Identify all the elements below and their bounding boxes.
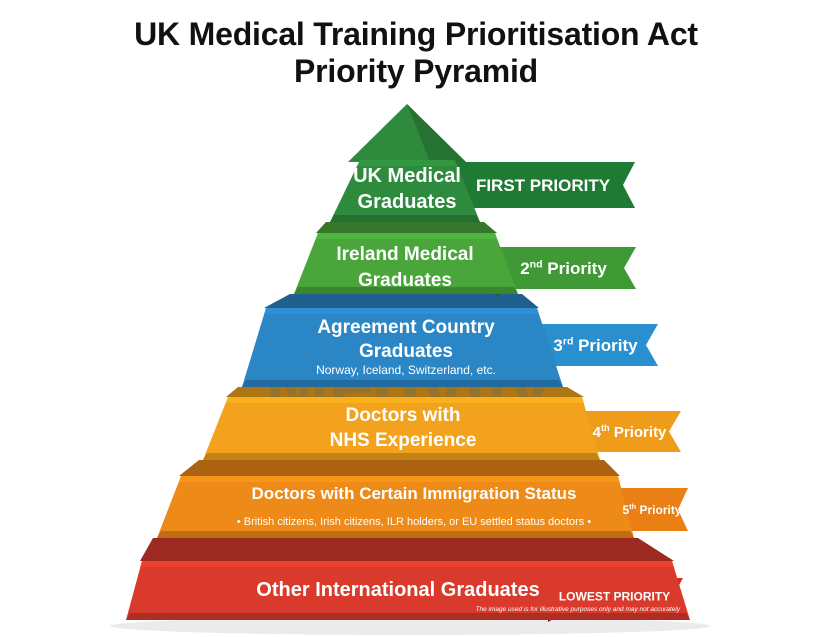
tier-label-2-line-2: Graduates bbox=[358, 270, 452, 291]
tier-label-1-line-1: UK Medical bbox=[353, 165, 461, 187]
priority-label-ordinal: th bbox=[601, 423, 610, 433]
tier-label-6-line-1: Other International Graduates bbox=[256, 579, 539, 601]
tier-sublabel-3: Norway, Iceland, Switzerland, etc. bbox=[316, 363, 496, 377]
tier-ledge-1 bbox=[316, 222, 497, 233]
tier-highlight-5 bbox=[179, 476, 620, 482]
tier-ledge-3 bbox=[226, 387, 584, 397]
tier-highlight-6 bbox=[140, 561, 674, 567]
priority-label-main: FIRST PRIORITY bbox=[476, 176, 611, 195]
tier-body-2 bbox=[294, 233, 518, 294]
tier-highlight-4 bbox=[226, 397, 584, 403]
tier-bottom-band-5 bbox=[157, 531, 634, 538]
tier-bottom-band-1 bbox=[330, 215, 480, 222]
tier-ledge-2 bbox=[264, 294, 539, 308]
priority-label-suffix: Priority bbox=[636, 503, 682, 517]
tier-label-5-line-1: Doctors with Certain Immigration Status bbox=[252, 484, 577, 503]
tier-body-4 bbox=[203, 397, 600, 460]
tier-label-4-line-2: NHS Experience bbox=[330, 430, 477, 451]
priority-flag-3 bbox=[537, 324, 658, 366]
pyramid-tier-5: Doctors with Certain Immigration Status •… bbox=[157, 476, 688, 539]
tier-label-3-line-1: Agreement Country bbox=[317, 317, 495, 338]
title-line-2: Priority Pyramid bbox=[293, 53, 538, 89]
tier-label-1-line-2: Graduates bbox=[358, 191, 457, 213]
priority-label-main: 5 bbox=[622, 503, 629, 517]
priority-label-1: FIRST PRIORITY bbox=[476, 176, 611, 195]
tier-body-3 bbox=[242, 308, 563, 387]
pyramid-tier-6: Other International Graduates LOWEST PRIO… bbox=[126, 561, 690, 622]
tier-body-1 bbox=[330, 160, 480, 222]
tier-label-4-line-1: Doctors with bbox=[345, 405, 460, 426]
tier-bottom-band-6 bbox=[126, 613, 690, 620]
priority-label-2: 2nd Priority bbox=[520, 258, 607, 278]
tier-highlight-1 bbox=[358, 160, 457, 166]
priority-label-suffix: Priority bbox=[543, 259, 608, 278]
title-line-1: UK Medical Training Prioritisation Act bbox=[134, 16, 698, 52]
tier-bottom-band-2 bbox=[294, 287, 518, 294]
tier-bottom-band-3 bbox=[242, 380, 563, 387]
tier-body-6 bbox=[126, 561, 690, 620]
priority-flag-1 bbox=[455, 162, 635, 208]
priority-flag-2 bbox=[495, 247, 636, 289]
tier-ledge-4 bbox=[179, 460, 620, 476]
priority-label-main: LOWEST PRIORITY bbox=[559, 589, 670, 603]
priority-label-ordinal: nd bbox=[530, 258, 543, 270]
priority-label-suffix: Priority bbox=[610, 424, 667, 441]
tier-sublabel-5: • British citizens, Irish citizens, ILR … bbox=[237, 516, 591, 528]
priority-label-suffix: Priority bbox=[573, 336, 638, 355]
disclaimer-text: The image used is for illustrative purpo… bbox=[476, 606, 681, 613]
page-title: UK Medical Training Prioritisation Act P… bbox=[0, 16, 832, 90]
priority-label-ordinal: th bbox=[629, 502, 636, 511]
priority-label-3: 3rd Priority bbox=[553, 335, 638, 355]
priority-label-ordinal: rd bbox=[563, 335, 574, 347]
tier-highlight-2 bbox=[316, 233, 497, 239]
priority-label-6: LOWEST PRIORITY bbox=[559, 589, 670, 603]
priority-flag-4 bbox=[582, 411, 681, 452]
tier-body-5 bbox=[157, 476, 634, 538]
priority-label-main: 2 bbox=[520, 259, 529, 278]
tier-label-3-line-2: Graduates bbox=[359, 341, 453, 362]
priority-label-main: 4 bbox=[593, 424, 602, 441]
priority-label-4: 4th Priority bbox=[593, 423, 667, 441]
tier-bottom-band-4 bbox=[203, 453, 600, 460]
pyramid-shadow bbox=[110, 617, 710, 635]
priority-flag-5 bbox=[618, 488, 688, 531]
priority-label-main: 3 bbox=[553, 336, 562, 355]
tier-label-2-line-1: Ireland Medical bbox=[336, 244, 473, 265]
pyramid-apex-shade bbox=[407, 104, 466, 162]
priority-label-5: 5th Priority bbox=[622, 502, 681, 517]
tier-highlight-3 bbox=[264, 308, 539, 314]
tier-ledge-5 bbox=[140, 538, 674, 561]
